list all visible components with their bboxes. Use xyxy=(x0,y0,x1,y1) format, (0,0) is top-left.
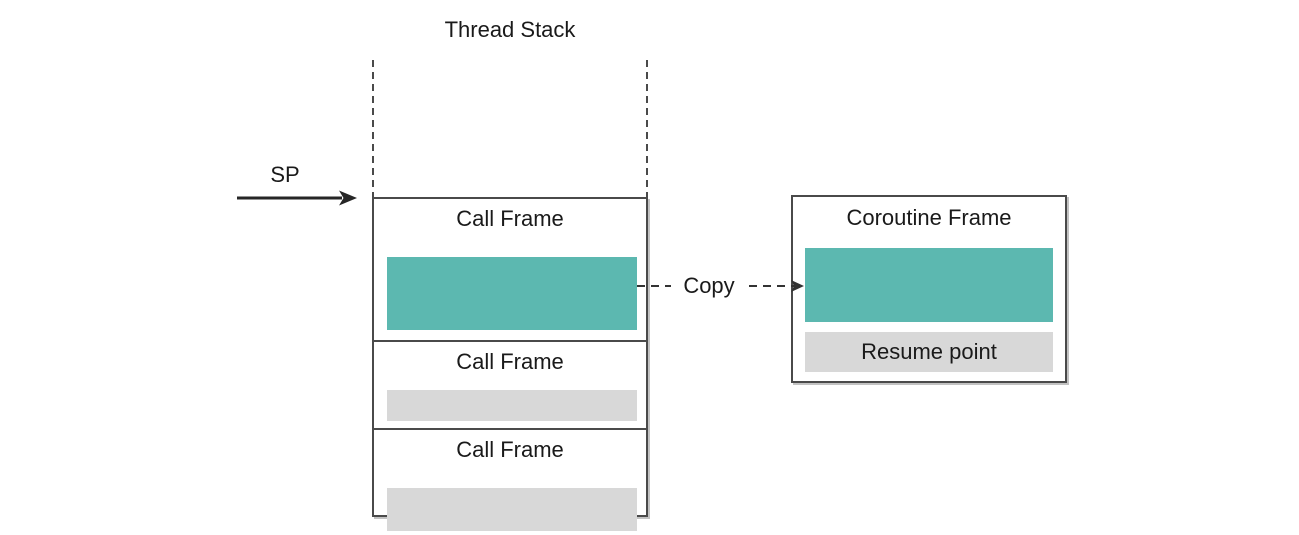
coroutine-frame-title: Coroutine Frame xyxy=(846,205,1012,230)
copy-label: Copy xyxy=(671,274,747,298)
call-frame-inactive-fill xyxy=(387,488,637,531)
call-frame-label: Call Frame xyxy=(456,437,564,462)
call-frame-bottom: Call Frame xyxy=(374,438,646,535)
sp-label: SP xyxy=(270,162,300,187)
resume-point-box: Resume point xyxy=(805,332,1053,372)
call-frame-label: Call Frame xyxy=(456,349,564,374)
call-frame-top: Call Frame xyxy=(374,207,646,342)
call-frame-label: Call Frame xyxy=(456,206,564,231)
sp-arrowhead-icon xyxy=(339,190,357,206)
thread-stack-box: Call Frame Call Frame Call Frame xyxy=(372,197,648,531)
call-frame-middle: Call Frame xyxy=(374,350,646,430)
call-frame-inactive-fill xyxy=(387,390,637,421)
call-frame-active-fill xyxy=(387,257,637,330)
thread-stack-title: Thread Stack xyxy=(444,17,576,42)
coroutine-frame-box: Coroutine Frame Resume point xyxy=(791,195,1067,383)
resume-point-label: Resume point xyxy=(861,339,997,364)
coroutine-frame-active-fill xyxy=(805,248,1053,322)
